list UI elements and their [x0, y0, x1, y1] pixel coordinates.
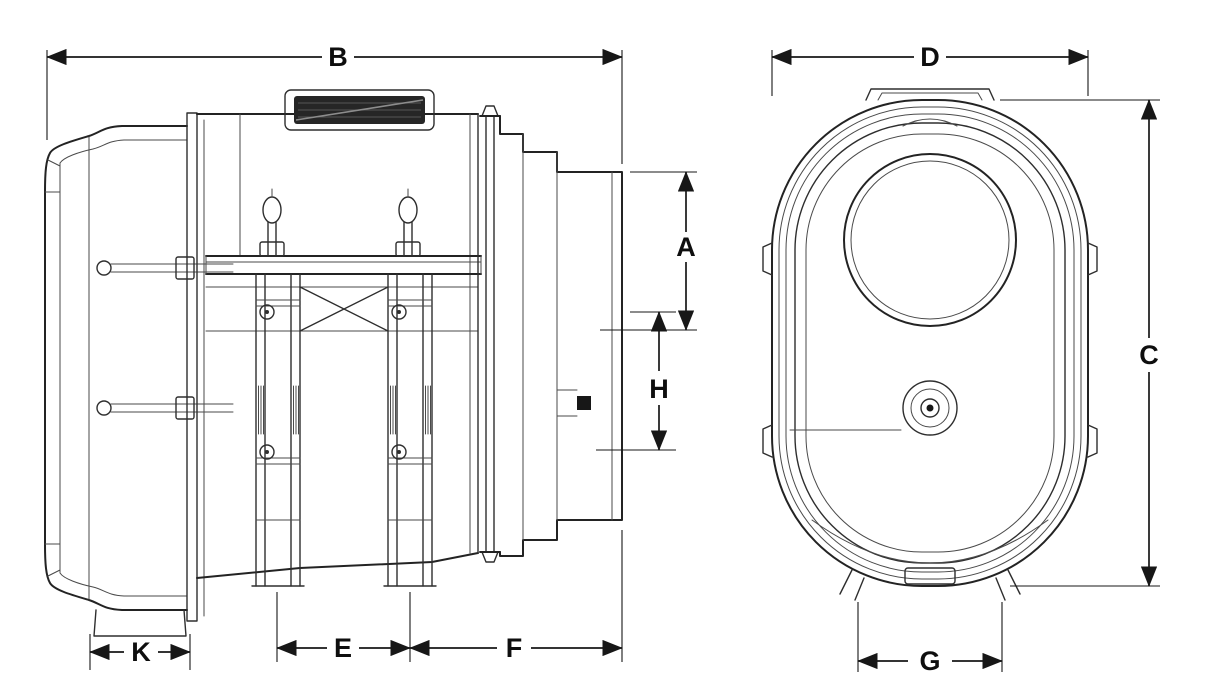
outlet-section: [477, 105, 623, 563]
latch-bolt-left: [259, 188, 285, 257]
service-cover: [44, 125, 234, 637]
dimension-D: D: [771, 42, 1089, 96]
clamp-strap-left: [251, 273, 305, 587]
dim-label-k: K: [131, 637, 151, 667]
side-view: B A H K E: [44, 42, 697, 670]
inlet-hood: [284, 89, 435, 131]
oval-housing: [771, 99, 1089, 587]
dim-label-e: E: [334, 633, 352, 663]
dimension-F: F: [409, 530, 623, 663]
latch-tab-left: [762, 242, 773, 458]
dim-label-a: A: [676, 232, 696, 262]
latch-bolt-right: [395, 188, 421, 257]
dimension-K: K: [89, 634, 191, 670]
dimension-B: B: [46, 42, 623, 164]
dimension-G: G: [857, 602, 1003, 676]
cover-flange: [186, 112, 205, 622]
dimension-C: C: [1000, 99, 1160, 587]
center-fastener: [902, 380, 958, 436]
dim-label-f: F: [506, 633, 523, 663]
mounting-band-assembly: [205, 188, 482, 587]
housing-body: [196, 89, 479, 579]
cross-brace: [299, 286, 389, 332]
latch-tab-right: [1087, 242, 1098, 458]
top-bracket: [865, 88, 995, 127]
inlet-circle: [843, 153, 1017, 327]
dim-label-d: D: [920, 42, 940, 72]
dim-label-c: C: [1139, 340, 1159, 370]
dim-label-h: H: [649, 374, 669, 404]
dimension-A: A: [600, 171, 697, 331]
dimension-H: H: [596, 311, 676, 451]
dim-label-b: B: [328, 42, 348, 72]
dim-label-g: G: [919, 646, 940, 676]
cover-skirt: [93, 609, 187, 637]
bottom-bracket: [811, 519, 1049, 601]
clamp-strap-right: [383, 273, 437, 587]
dimension-E: E: [276, 592, 411, 663]
end-view: D C G: [762, 42, 1160, 676]
sensor-port: [577, 396, 591, 410]
